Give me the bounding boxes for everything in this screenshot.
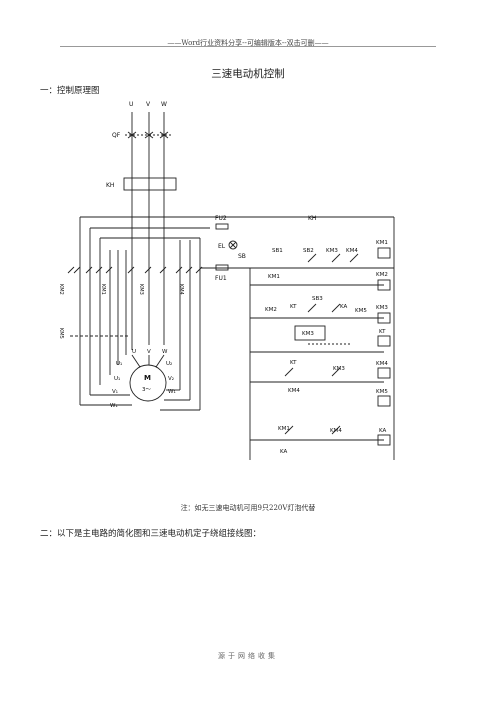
km4-side-label: KM4	[178, 284, 184, 295]
km2-side-label: KM2	[58, 284, 64, 295]
motor-u-label: U	[132, 349, 136, 355]
ka-contact2-label: KA	[280, 449, 288, 455]
diagram-note: 注：如无三速电动机可用9只220V灯泡代替	[180, 504, 316, 512]
motor-3phase-label: 3～	[142, 387, 151, 393]
km2-contact-label: KM2	[265, 307, 277, 313]
v1-label: V₁	[112, 389, 118, 395]
circuit-diagram: U V W QF KH FU2 FU1 EL SB KH SB1 SB2 SB3…	[58, 101, 395, 460]
km4-contact-label: KM4	[346, 248, 358, 254]
kt-contact-label: KT	[290, 304, 297, 310]
phase-v-label: V	[146, 101, 151, 108]
kh-main-label: KH	[106, 182, 114, 189]
u1b-label: U₁	[114, 376, 120, 382]
sb3-label: SB3	[312, 296, 323, 302]
section-heading-1: 一：控制原理图	[40, 86, 100, 96]
km1-coil-label: KM1	[376, 240, 388, 246]
km5-side-label: KM5	[58, 328, 64, 339]
document-title: 三速电动机控制	[211, 68, 285, 80]
sb2-label: SB2	[303, 248, 314, 254]
km4-contact2-label: KM4	[288, 388, 300, 394]
el-label: EL	[218, 243, 226, 250]
sb-stop-label: SB	[238, 253, 246, 260]
kt-coil-label: KT	[379, 329, 386, 335]
km4-coil-label: KM4	[376, 361, 388, 367]
sb1-label: SB1	[272, 248, 283, 254]
km1-contact2-label: KM1	[278, 426, 290, 432]
phase-u-label: U	[129, 101, 133, 108]
phase-w-label: W	[161, 101, 167, 108]
page-footer: 源于网络收集	[218, 652, 278, 660]
km3-contact-label: KM3	[326, 248, 338, 254]
motor-w-label: W	[162, 349, 168, 355]
kh-ctrl-label: KH	[308, 215, 316, 222]
km3-contact2-label: KM3	[333, 366, 345, 372]
km4-contact3-label: KM4	[330, 428, 342, 434]
motor-m-label: M	[144, 374, 151, 382]
km5-coil-label: KM5	[376, 389, 388, 395]
ka-coil-label: KA	[379, 428, 387, 434]
motor-v-label: V	[147, 349, 151, 355]
km1-side-label: KM1	[100, 284, 106, 295]
kt-contact2-label: KT	[290, 360, 297, 366]
qf-label: QF	[112, 132, 121, 139]
w1-label: W₁	[110, 403, 118, 409]
ka-contact-label: KA	[340, 304, 348, 310]
km2-coil-label: KM2	[376, 272, 388, 278]
header-rule	[60, 46, 436, 47]
section-heading-2: 二：以下是主电路的简化图和三速电动机定子绕组接线图：	[40, 529, 262, 539]
page-header: ——Word行业资料分享--可编辑版本--双击可删——	[167, 39, 329, 47]
km3-coil-label: KM3	[376, 305, 388, 311]
km3-inner-label: KM3	[302, 331, 314, 337]
v2-label: V₂	[168, 376, 174, 382]
km5-contact-label: KM5	[355, 308, 367, 314]
km1-contact-label: KM1	[268, 274, 280, 280]
km3-side-label: KM3	[138, 284, 144, 295]
fu1-label: FU1	[215, 275, 227, 282]
u2-label: U₂	[166, 361, 172, 367]
w2-label: W₁	[168, 389, 176, 395]
u1-label: U₁	[116, 361, 122, 367]
fu2-label: FU2	[215, 215, 227, 222]
